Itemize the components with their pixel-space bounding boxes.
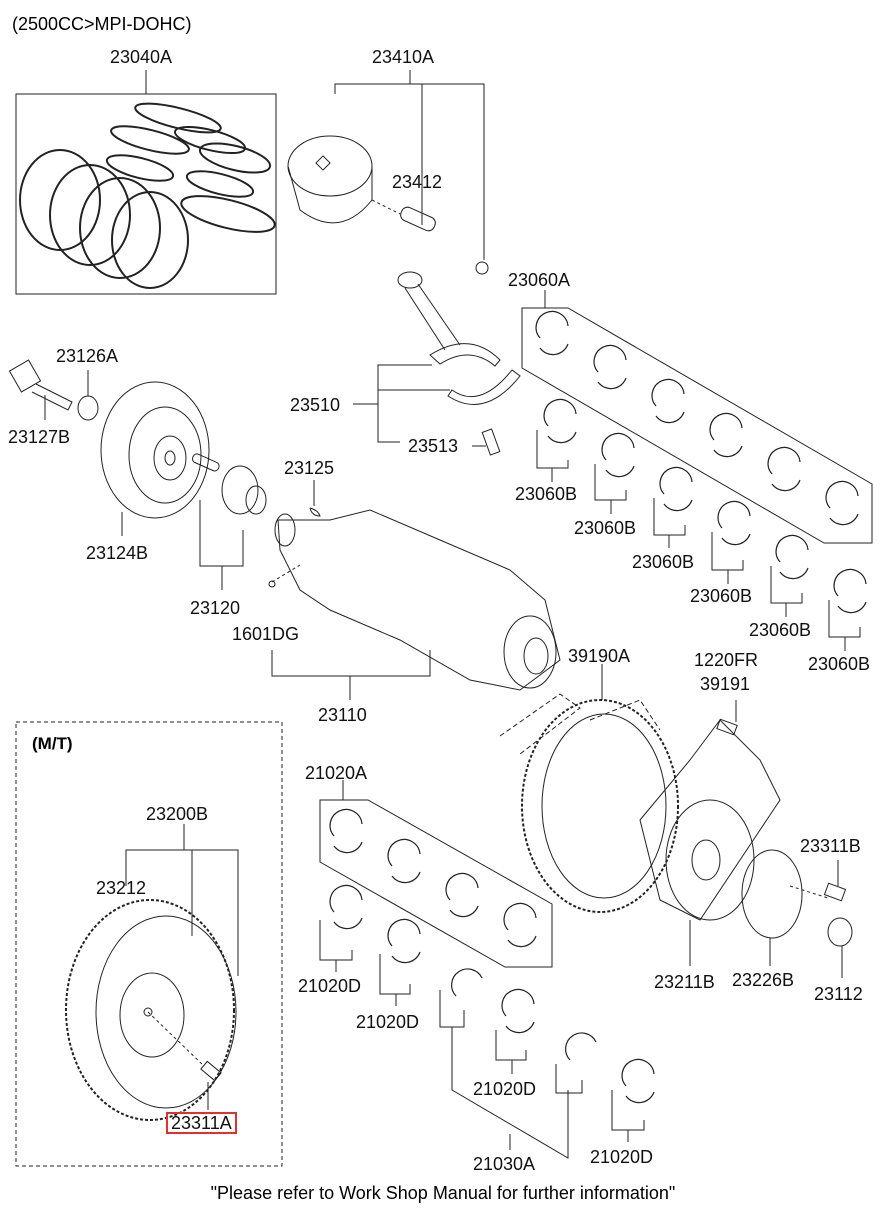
part-label-21020A[interactable]: 21020A (305, 763, 368, 783)
part-label-21030A[interactable]: 21030A (473, 1154, 536, 1174)
part-label-23311B[interactable]: 23311B (800, 836, 861, 856)
connecting-rod-drawing (397, 271, 521, 456)
piston-drawing (287, 135, 489, 275)
thrust-bearing-brackets (319, 920, 645, 1159)
ring-gear-drawing (521, 699, 738, 913)
pulley-drawing (8, 359, 210, 536)
part-label-23060B[interactable]: 23060B (574, 518, 637, 538)
bearing-shells (535, 310, 867, 614)
bearing-brackets (536, 430, 861, 651)
part-label-21020D[interactable]: 21020D (298, 976, 362, 996)
part-label-21020D[interactable]: 21020D (356, 1012, 420, 1032)
part-label-23060A[interactable]: 23060A (508, 270, 571, 290)
manual-transmission-section-box (15, 721, 283, 1167)
manual-transmission-heading: (M/T) (32, 734, 73, 753)
thrust-bearing-shells (329, 808, 655, 1104)
part-label-23126A[interactable]: 23126A (56, 346, 119, 366)
part-label-23510[interactable]: 23510 (290, 395, 341, 415)
part-label-23060B[interactable]: 23060B (632, 552, 695, 572)
flywheel-drawing (65, 899, 237, 1121)
part-label-23120[interactable]: 23120 (190, 598, 241, 618)
main-bearing-set-box (521, 307, 873, 544)
part-label-21020D[interactable]: 21020D (473, 1079, 537, 1099)
part-label-23040A[interactable]: 23040A (110, 47, 173, 67)
part-label-23311A-selected[interactable]: 23311A (166, 1112, 237, 1134)
part-label-23060B[interactable]: 23060B (808, 654, 871, 674)
part-label-23211B[interactable]: 23211B (654, 972, 715, 992)
part-label-1220FR[interactable]: 1220FR (694, 650, 759, 670)
part-label-39190A[interactable]: 39190A (568, 646, 631, 666)
engine-spec-title: (2500CC>MPI-DOHC) (12, 14, 192, 34)
part-label-23513[interactable]: 23513 (408, 436, 459, 456)
adapter-plate-drawing (639, 719, 853, 978)
part-label-23127B[interactable]: 23127B (8, 427, 71, 447)
part-label-23060B[interactable]: 23060B (515, 484, 578, 504)
sprocket-drawing (191, 453, 321, 590)
part-label-23060B[interactable]: 23060B (690, 586, 753, 606)
footer-note: "Please refer to Work Shop Manual for fu… (210, 1183, 676, 1203)
part-label-23412[interactable]: 23412 (392, 172, 443, 192)
part-label-21020D[interactable]: 21020D (590, 1147, 654, 1167)
part-label-23410A[interactable]: 23410A (372, 47, 435, 67)
part-label-23226B[interactable]: 23226B (732, 970, 795, 990)
thrust-bearing-set-box (319, 799, 553, 968)
part-label-23110[interactable]: 23110 (318, 705, 367, 725)
crankshaft-drawing (268, 509, 561, 700)
part-label-23060B[interactable]: 23060B (749, 620, 812, 640)
part-label-39191[interactable]: 39191 (700, 674, 751, 694)
part-label-23200B[interactable]: 23200B (146, 804, 209, 824)
part-label-23125[interactable]: 23125 (284, 458, 335, 478)
piston-ring-set-box (15, 93, 277, 295)
part-label-23212[interactable]: 23212 (96, 878, 147, 898)
part-label-23124B[interactable]: 23124B (86, 543, 149, 563)
piston-rings-drawing (19, 102, 276, 289)
part-label-23112[interactable]: 23112 (814, 984, 863, 1004)
part-label-1601DG[interactable]: 1601DG (232, 624, 300, 644)
